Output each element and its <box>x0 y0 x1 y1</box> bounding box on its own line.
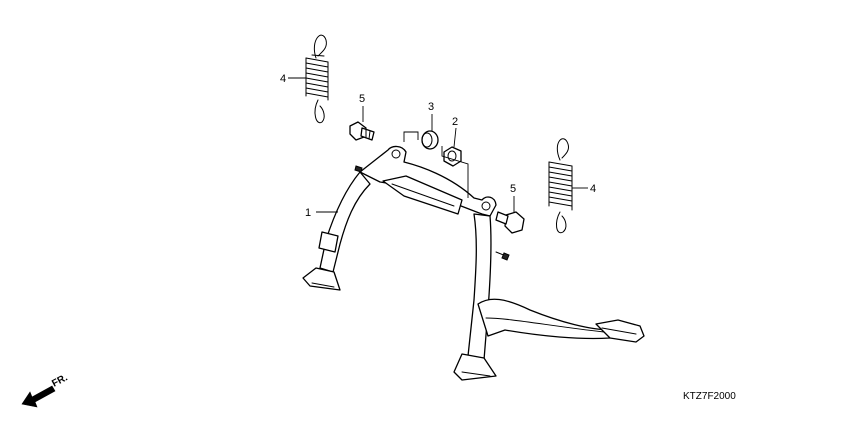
callout-4-left: 4 <box>280 73 286 85</box>
front-arrow-icon <box>21 385 56 408</box>
callout-5-upper: 5 <box>359 93 365 105</box>
bolt-upper <box>349 121 375 141</box>
drawing-code: KTZ7F2000 <box>683 391 736 402</box>
callout-1: 1 <box>305 207 311 219</box>
callout-3: 3 <box>428 101 434 113</box>
collar <box>421 130 439 150</box>
main-stand <box>302 145 645 381</box>
bolt-lower <box>495 211 525 234</box>
callout-5-lower: 5 <box>510 183 516 195</box>
nut <box>443 146 462 167</box>
spring-left <box>305 34 329 124</box>
spring-right <box>548 138 573 234</box>
front-arrow-label: FR. <box>50 372 70 389</box>
leader-lines <box>288 77 588 213</box>
callout-4-right: 4 <box>590 183 596 195</box>
callout-2: 2 <box>452 116 458 128</box>
front-arrow: FR. <box>21 372 70 408</box>
